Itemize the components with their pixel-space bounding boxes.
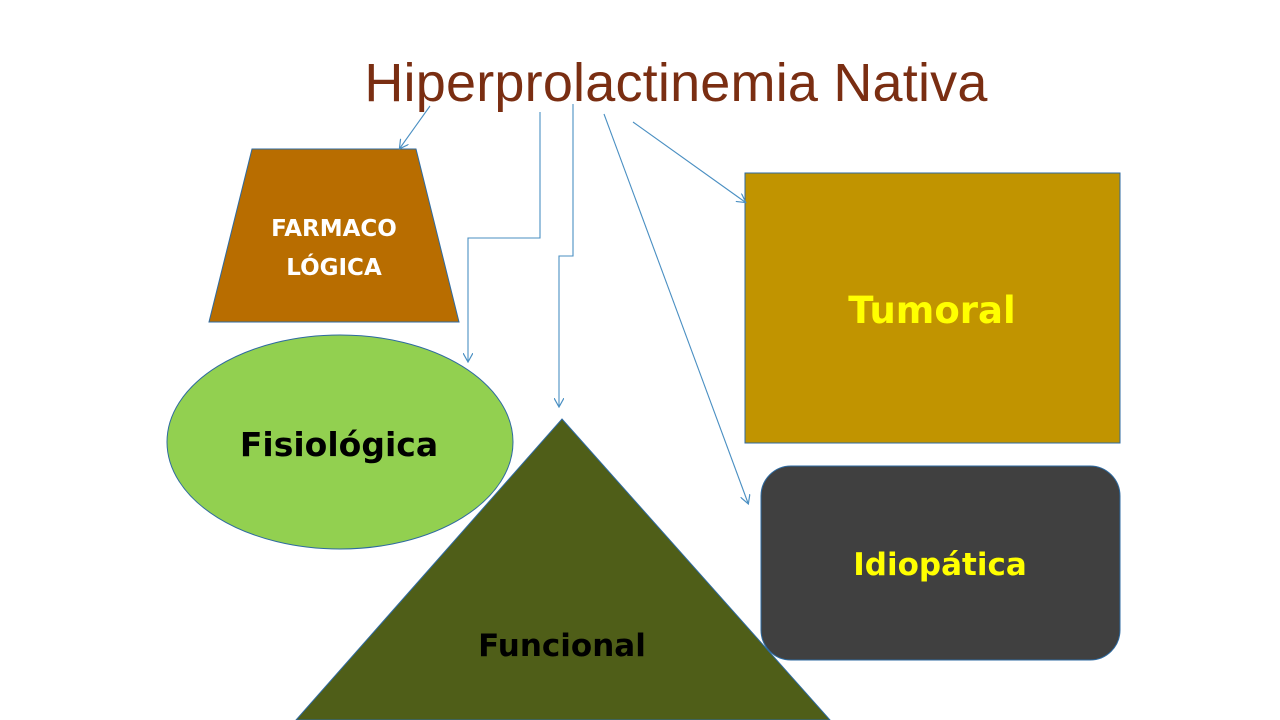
slide-title: Hiperprolactinemia Nativa	[364, 53, 988, 113]
arrow-to-funcional	[559, 104, 574, 406]
funcional-label: Funcional	[478, 628, 646, 664]
tumoral-label: Tumoral	[848, 289, 1015, 332]
idiopatica-label: Idiopática	[853, 547, 1027, 583]
arrow-to-tumoral	[632, 121, 745, 202]
arrow-to-farmacologica	[400, 105, 431, 148]
arrow-to-idiopatica	[603, 113, 748, 503]
tumoral-shape	[744, 172, 1121, 444]
arrow-to-fisiologica	[468, 112, 541, 361]
idiopatica-shape	[760, 465, 1121, 661]
farmacologica-shape	[208, 148, 460, 323]
fisiologica-shape	[166, 334, 514, 550]
funcional-shape	[295, 418, 831, 720]
farmacologica-label-line1: FARMACO	[271, 216, 397, 242]
fisiologica-label: Fisiológica	[240, 425, 438, 464]
farmacologica-label-line2: LÓGICA	[286, 253, 382, 281]
